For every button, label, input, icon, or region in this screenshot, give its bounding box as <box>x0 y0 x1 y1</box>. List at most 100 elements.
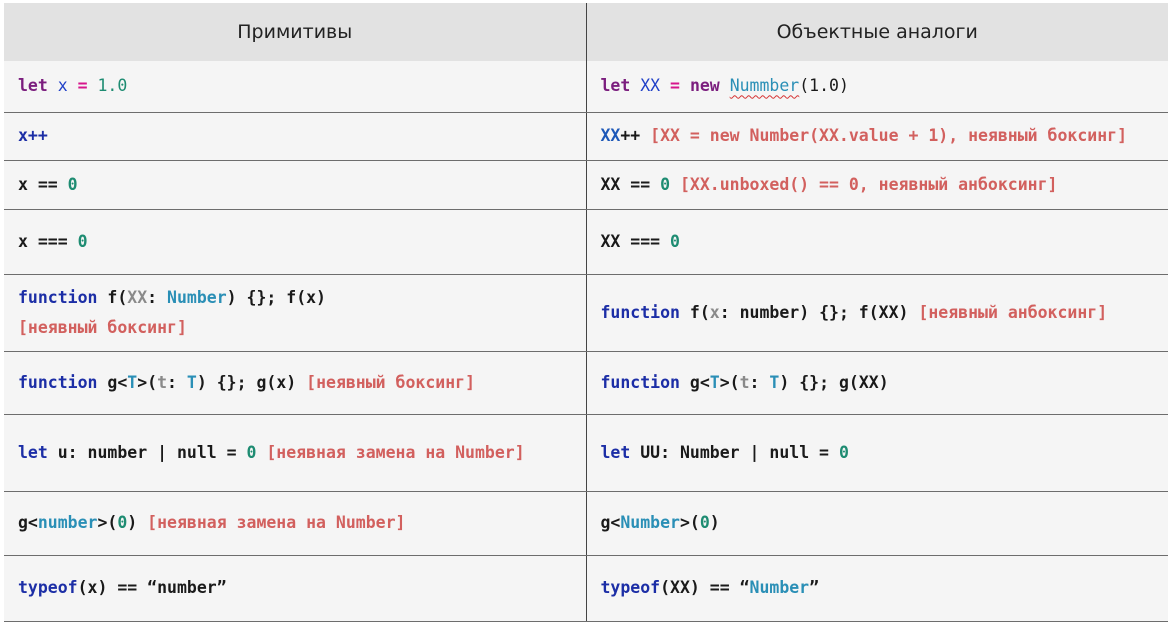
code-token: x <box>709 302 720 322</box>
code-token: x++ <box>18 126 48 145</box>
code-token: XX == <box>600 174 661 194</box>
code-token: : <box>167 372 187 392</box>
note-token: [неявная замена на Number] <box>256 442 525 462</box>
code-token: ) {}; g(x) <box>196 372 307 392</box>
object-cell: function f(x: number) {}; f(XX) [неявный… <box>586 274 1168 352</box>
code-token: T <box>127 372 138 392</box>
header-primitives: Примитивы <box>4 3 587 61</box>
primitive-cell: let x = 1.0 <box>4 61 587 113</box>
table-row: x == 0 XX == 0 [XX.unboxed() == 0, неявн… <box>4 160 1168 210</box>
code-token: (XX) == “ <box>660 578 750 597</box>
primitive-cell: typeof(x) == “number” <box>4 555 587 622</box>
code-token: new <box>689 76 720 96</box>
misspelled-token: Nummber <box>729 76 800 96</box>
object-cell: XX === 0 <box>586 209 1168 275</box>
table-row: function f(XX: Number) {}; f(x)[неявный … <box>4 274 1168 352</box>
code-token: T <box>769 372 780 392</box>
code-token: : <box>749 372 770 392</box>
code-token: ++ <box>620 126 641 145</box>
code-token: (1.0) <box>799 76 849 96</box>
code-token: XX <box>600 126 621 145</box>
code-token: let <box>18 76 48 96</box>
object-cell: typeof(XX) == “Number” <box>586 555 1168 622</box>
code-token: Number <box>749 578 810 597</box>
object-cell: let UU: Number | null = 0 <box>586 414 1168 492</box>
code-token: >( <box>137 372 158 392</box>
code-token: >( <box>719 372 740 392</box>
primitive-cell: let u: number | null = 0 [неявная замена… <box>4 414 587 492</box>
code-token: let <box>600 442 631 462</box>
code-token: ) <box>127 513 148 532</box>
code-token: let <box>600 76 631 96</box>
code-token: ” <box>809 578 820 597</box>
code-token: 0 <box>246 442 257 462</box>
code-token: f( <box>97 287 128 307</box>
code-token: : number) {}; f(XX) <box>719 302 919 322</box>
code-token: 0 <box>660 174 671 194</box>
code-token: 0 <box>699 513 710 532</box>
code-token: 0 <box>117 513 128 532</box>
table-row: g<number>(0) [неявная замена на Number] … <box>4 491 1168 556</box>
code-token: >( <box>97 513 118 532</box>
object-cell: XX++ [XX = new Number(XX.value + 1), нея… <box>586 112 1168 161</box>
code-token: XX <box>127 287 148 307</box>
header-row: Примитивы Объектные аналоги <box>4 3 1168 61</box>
note-token: [неявный анбоксинг] <box>918 302 1108 322</box>
object-cell: g<Number>(0) <box>586 491 1168 556</box>
code-token: g< <box>97 372 128 392</box>
primitive-cell: x == 0 <box>4 160 587 210</box>
code-token: = <box>67 76 98 96</box>
code-token: T <box>186 372 197 392</box>
code-token: ) {}; g(XX) <box>779 372 889 392</box>
note-token: [XX.unboxed() == 0, неявный анбоксинг] <box>670 174 1058 194</box>
note-token: [неявный боксинг] <box>18 317 187 337</box>
code-token: Number <box>620 513 680 532</box>
code-token: 1.0 <box>97 76 128 96</box>
code-token: t <box>739 372 750 392</box>
code-token: let <box>18 442 48 462</box>
primitive-cell: x++ <box>4 112 587 161</box>
code-token: function <box>600 372 680 392</box>
code-token: 0 <box>670 231 680 251</box>
object-cell: function g<T>(t: T) {}; g(XX) <box>586 351 1168 415</box>
code-token: ) {}; f(x) <box>226 287 326 307</box>
code-token: 0 <box>838 442 849 462</box>
table-row: x === 0 XX === 0 <box>4 209 1168 275</box>
primitive-cell: function f(XX: Number) {}; f(x) [неявный … <box>4 274 587 352</box>
code-token: x == <box>18 174 68 194</box>
code-token: : <box>147 287 168 307</box>
code-token: 0 <box>67 174 78 194</box>
code-token: = <box>660 76 690 96</box>
code-token: typeof <box>18 578 78 597</box>
code-token: ) <box>709 513 720 532</box>
object-cell: XX == 0 [XX.unboxed() == 0, неявный анбо… <box>586 160 1168 210</box>
code-token: x <box>47 76 68 96</box>
code-token: Number <box>167 287 227 307</box>
code-token: T <box>709 372 720 392</box>
code-token <box>720 76 730 95</box>
primitive-cell: g<number>(0) [неявная замена на Number] <box>4 491 587 556</box>
code-token: >( <box>679 513 700 532</box>
code-token: typeof <box>600 578 661 597</box>
code-token: XX === <box>600 231 671 251</box>
object-cell: let XX = new Nummber(1.0) <box>586 61 1168 113</box>
note-token: [неявная замена на Number] <box>147 513 406 532</box>
code-token: t <box>157 372 168 392</box>
primitive-cell: function g<T>(t: T) {}; g(x) [неявный бо… <box>4 351 587 415</box>
code-token: function <box>18 287 98 307</box>
table-row: let u: number | null = 0 [неявная замена… <box>4 414 1168 492</box>
header-objects: Объектные аналоги <box>586 3 1168 61</box>
code-token: (x) == “number” <box>77 578 227 597</box>
table-row: let x = 1.0 let XX = new Nummber(1.0) <box>4 61 1168 113</box>
table-row: x++ XX++ [XX = new Number(XX.value + 1),… <box>4 112 1168 161</box>
code-token: g< <box>679 372 710 392</box>
code-token: function <box>18 372 98 392</box>
code-token: x === <box>18 231 78 251</box>
code-token: 0 <box>77 231 88 251</box>
code-token: u: number | null = <box>47 442 247 462</box>
table-row: typeof(x) == “number” typeof(XX) == “Num… <box>4 555 1168 622</box>
code-token: number <box>37 513 98 532</box>
code-token: UU: Number | null = <box>630 442 839 462</box>
code-token: f( <box>679 302 710 322</box>
code-token: g< <box>18 513 38 532</box>
